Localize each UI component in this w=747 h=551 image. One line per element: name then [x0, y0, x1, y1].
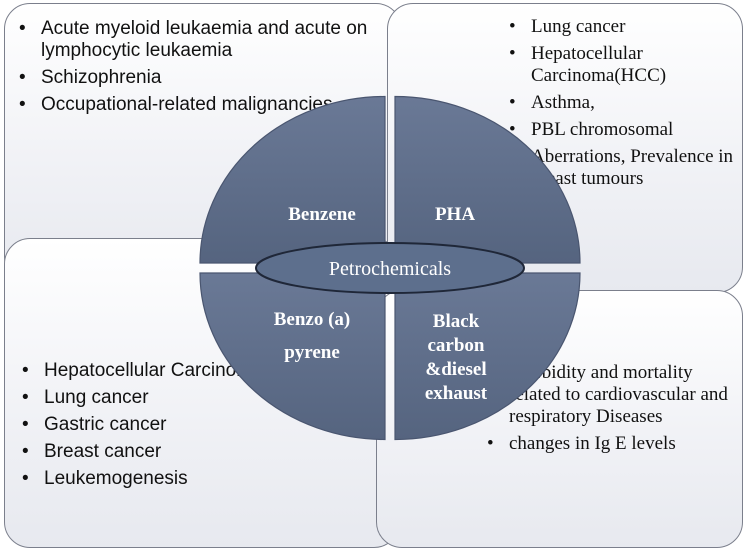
benzene-label: Benzene: [288, 204, 356, 225]
list-item: PBL chromosomal: [505, 119, 735, 141]
benzo-pyrene-label-line1: Benzo (a): [274, 309, 351, 330]
list-item: Morbidity and mortality related to cardi…: [483, 362, 733, 428]
black-carbon-effects-list: Morbidity and mortality related to cardi…: [483, 362, 733, 460]
benzene-quadrant: [199, 95, 386, 264]
benzene-effects-list: Acute myeloid leukaemia and acute on lym…: [15, 18, 385, 121]
black-carbon-label-line2: carbon: [428, 335, 485, 356]
black-carbon-label-line3: &diesel: [425, 359, 486, 380]
black-carbon-label-line4: exhaust: [425, 383, 488, 404]
petrochemicals-ellipse: [255, 242, 525, 294]
list-item: Aberrations, Prevalence in breast tumour…: [505, 146, 735, 190]
pha-quadrant: [394, 95, 581, 264]
list-item: Breast cancer: [18, 441, 348, 463]
pha-label: PHA: [435, 204, 475, 225]
list-item: Leukemogenesis: [18, 468, 348, 490]
petrochemicals-label: Petrochemicals: [329, 258, 451, 280]
list-item: Asthma,: [505, 92, 735, 114]
black-carbon-label-line1: Black: [433, 311, 480, 332]
benzo-pyrene-label-line2: pyrene: [284, 342, 340, 363]
benzo-pyrene-quadrant: [199, 272, 386, 441]
pha-effects-list: Lung cancer Hepatocellular Carcinoma(HCC…: [505, 16, 735, 195]
list-item: Acute myeloid leukaemia and acute on lym…: [15, 18, 385, 62]
list-item: Schizophrenia: [15, 67, 385, 89]
list-item: Occupational-related malignancies: [15, 94, 385, 116]
list-item: Gastric cancer: [18, 414, 348, 436]
black-carbon-quadrant: [394, 272, 581, 441]
list-item: changes in Ig E levels: [483, 433, 733, 455]
list-item: Lung cancer: [505, 16, 735, 38]
list-item: Lung cancer: [18, 387, 348, 409]
list-item: Hepatocellular Carcinoma(HCC): [505, 43, 735, 87]
